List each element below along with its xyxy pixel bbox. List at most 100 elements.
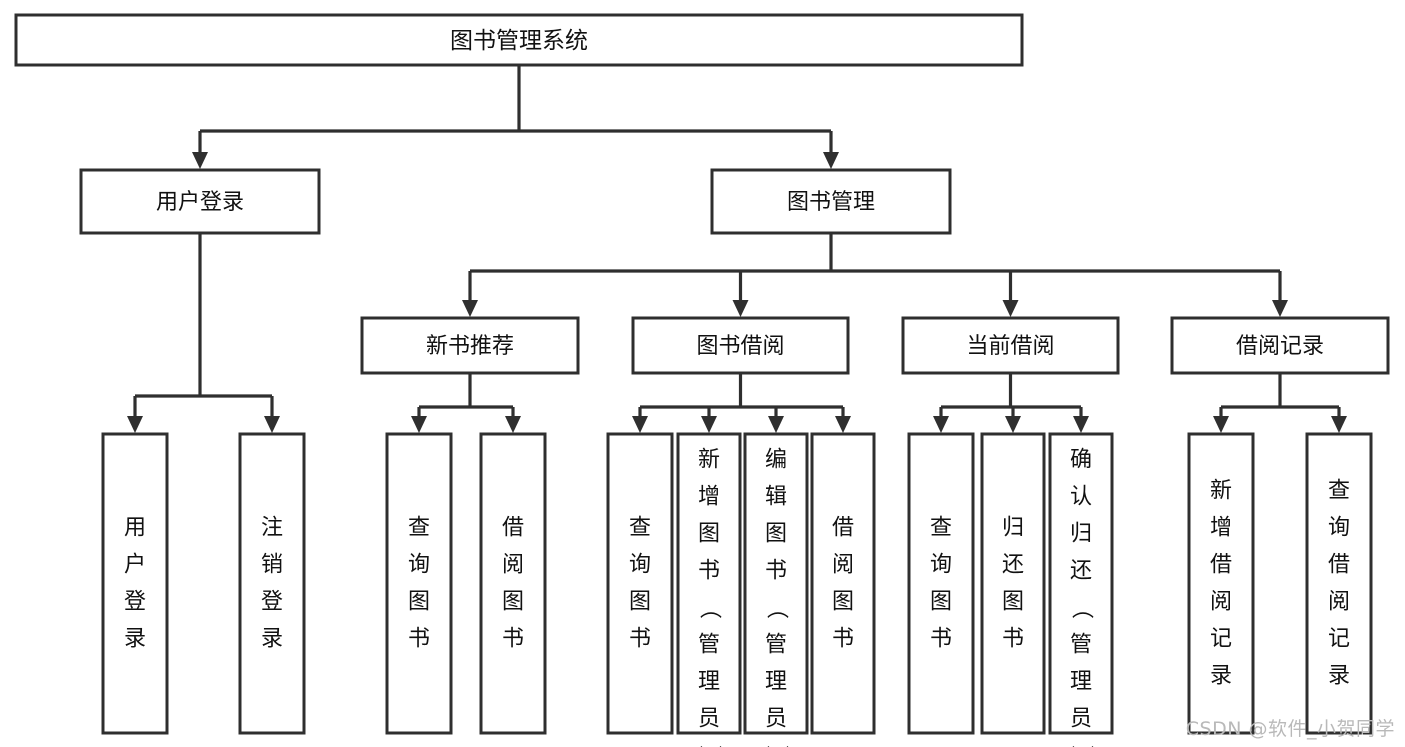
leaf-label-char: 登 [261,590,283,615]
leaf-label-char: 书 [408,627,430,652]
leaf-label-char: 户 [124,553,146,578]
leaf-label-char: 登 [124,590,146,615]
leaf-label-char: 书 [832,627,854,652]
leaf-label-char: 员 [1070,707,1092,732]
leaf-label-char: 图 [1002,590,1024,615]
leaf-label-char: 管 [1070,633,1092,658]
leaf-label-char: 借 [1210,553,1232,578]
leaf-label-用户登录-0: 用户登录 [124,516,146,652]
leaf-box-借阅记录-0[interactable] [1187,432,1255,735]
level3-box-图书借阅[interactable] [631,316,850,375]
leaf-label-char: 书 [930,627,952,652]
arrow-to-leaf [1005,416,1021,433]
leaf-label-char: 辑 [765,485,787,510]
leaf-label-char: 归 [1070,522,1092,547]
leaf-box-用户登录-1[interactable] [238,432,306,735]
leaf-label-char: 阅 [832,553,854,578]
leaf-label-char: 员 [698,707,720,732]
leaf-label-char: ） [1069,745,1094,747]
leaf-label-char: 阅 [502,553,524,578]
leaf-label-char: 还 [1070,559,1092,584]
leaf-label-char: 书 [629,627,651,652]
leaf-box-当前借阅-2[interactable] [1048,432,1114,735]
leaf-label-char: 阅 [1210,590,1232,615]
leaf-label-char: 新 [1210,479,1232,504]
arrow-to-新书推荐 [462,300,478,317]
leaf-label-char: 询 [408,553,430,578]
leaf-box-用户登录-0[interactable] [101,432,169,735]
connector-layer [127,65,1347,433]
leaf-box-图书借阅-1[interactable] [676,432,742,735]
leaf-label-char: 询 [1328,516,1350,541]
leaf-label-char: 增 [1210,516,1232,541]
level3-label-新书推荐: 新书推荐 [426,334,514,359]
leaf-label-char: 询 [930,553,952,578]
label-layer: 图书管理系统用户登录图书管理新书推荐图书借阅当前借阅借阅记录用户登录注销登录查询… [124,28,1350,747]
leaf-label-char: 阅 [1328,590,1350,615]
leaf-label-char: 图 [408,590,430,615]
leaf-label-char: 图 [698,522,720,547]
leaf-box-借阅记录-1[interactable] [1305,432,1373,735]
leaf-label-char: 图 [629,590,651,615]
leaf-label-char: （ [697,597,722,619]
leaf-label-char: 增 [698,485,720,510]
arrow-to-图书借阅 [732,300,749,317]
root-box-图书管理系统[interactable] [14,13,1024,67]
leaf-label-char: 编 [765,448,787,473]
leaf-label-char: 认 [1070,485,1092,510]
arrow-to-图书管理 [823,152,839,169]
arrow-to-借阅记录 [1272,300,1288,317]
leaf-label-char: 管 [698,633,720,658]
leaf-label-char: 录 [1210,664,1232,689]
arrow-to-leaf [127,416,143,433]
level2-label-图书管理: 图书管理 [787,190,875,215]
leaf-label-char: 询 [629,553,651,578]
leaf-label-char: 理 [698,670,720,695]
arrow-to-leaf [1213,416,1229,433]
arrow-to-leaf [768,416,784,433]
leaf-box-图书借阅-2[interactable] [743,432,809,735]
level2-box-用户登录[interactable] [79,168,321,235]
leaf-box-新书推荐-1[interactable] [479,432,547,735]
level3-box-当前借阅[interactable] [901,316,1120,375]
leaf-label-char: （ [764,597,789,619]
leaf-label-char: 书 [698,559,720,584]
leaf-label-char: 查 [408,516,430,541]
leaf-box-当前借阅-1[interactable] [980,432,1046,735]
leaf-label-char: 图 [765,522,787,547]
arrow-to-leaf [1073,416,1089,433]
leaf-box-图书借阅-3[interactable] [810,432,876,735]
leaf-label-char: 记 [1328,627,1350,652]
leaf-label-char: 查 [629,516,651,541]
arrow-to-leaf [411,416,427,433]
leaf-label-char: 确 [1070,448,1092,473]
leaf-label-char: 员 [765,707,787,732]
level3-box-借阅记录[interactable] [1170,316,1390,375]
leaf-label-char: 图 [930,590,952,615]
arrow-to-leaf [1331,416,1347,433]
leaf-box-当前借阅-0[interactable] [907,432,975,735]
arrow-to-leaf [835,416,851,433]
arrow-to-leaf [264,416,280,433]
leaf-label-char: 管 [765,633,787,658]
level3-box-新书推荐[interactable] [360,316,580,375]
leaf-label-char: 用 [124,516,146,541]
leaf-box-新书推荐-0[interactable] [385,432,453,735]
leaf-label-char: 书 [1002,627,1024,652]
level2-box-图书管理[interactable] [710,168,952,235]
leaf-label-char: 借 [502,516,524,541]
leaf-label-char: 归 [1002,516,1024,541]
level2-label-用户登录: 用户登录 [156,190,244,215]
leaf-label-char: 查 [930,516,952,541]
leaf-label-char: 图 [502,590,524,615]
leaf-box-图书借阅-0[interactable] [606,432,674,735]
leaf-label-char: 录 [124,627,146,652]
